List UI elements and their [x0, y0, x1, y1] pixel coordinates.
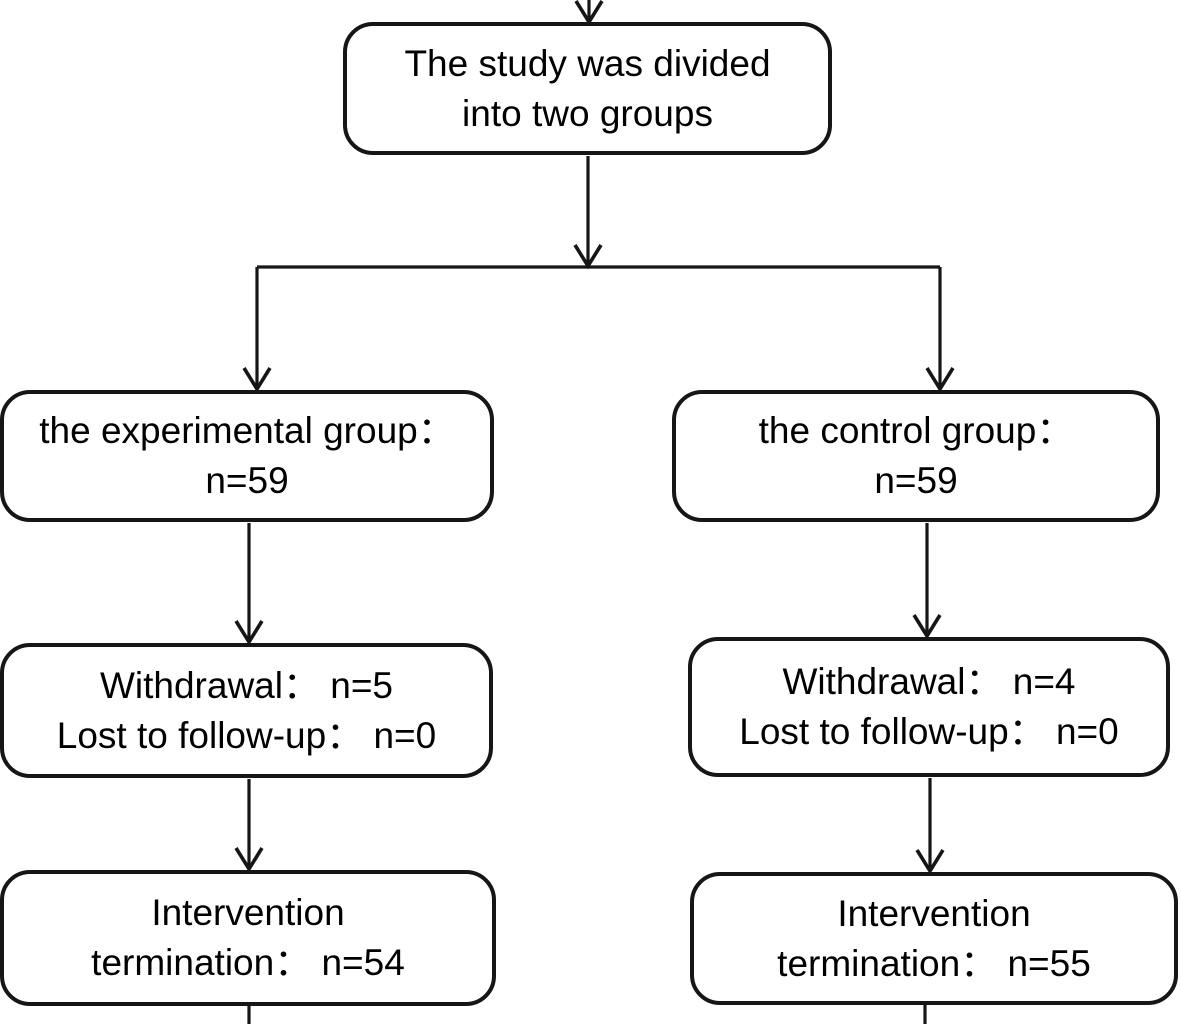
node-text-line: termination： n=54	[91, 942, 405, 983]
node-text-line: n=59	[874, 460, 958, 501]
arrow-control-withdrawal-to-termination	[915, 778, 945, 875]
flow-node-control-termination: Intervention termination： n=55	[690, 872, 1178, 1005]
node-text-line: Withdrawal： n=5	[99, 664, 394, 706]
arrow-split-to-experimental	[242, 267, 272, 393]
node-text-line: Lost to follow-up： n=0	[739, 711, 1119, 752]
arrow-title-to-split	[573, 156, 603, 270]
flow-node-experimental-withdrawal: Withdrawal： n=5 Lost to follow-up： n=0	[0, 643, 493, 778]
node-text-line: Lost to follow-up： n=0	[56, 714, 437, 756]
node-text-line: Withdrawal： n=4	[782, 661, 1076, 702]
node-text-line: termination： n=55	[777, 942, 1091, 984]
node-text-line: the control group：	[758, 410, 1074, 451]
arrow-split-to-control	[925, 267, 955, 393]
node-text-line: Intervention	[151, 892, 345, 933]
flow-node-control-group: the control group： n=59	[672, 390, 1160, 522]
arrow-into-title-node	[574, 0, 604, 26]
arrow-experimental-to-withdrawal	[234, 523, 264, 646]
node-text-line: the experimental group：	[39, 410, 455, 451]
flow-node-experimental-group: the experimental group： n=59	[0, 390, 494, 522]
arrow-experimental-withdrawal-to-termination	[234, 779, 264, 873]
node-text-line: into two groups	[462, 92, 713, 134]
arrow-control-to-withdrawal	[912, 523, 942, 640]
node-text-line: Intervention	[837, 892, 1031, 934]
node-text-line: The study was divided	[404, 42, 771, 84]
node-text-line: n=59	[205, 460, 289, 501]
flow-node-control-withdrawal: Withdrawal： n=4 Lost to follow-up： n=0	[688, 637, 1170, 777]
flow-node-study-divided: The study was divided into two groups	[343, 22, 832, 155]
flow-node-experimental-termination: Intervention termination： n=54	[0, 870, 496, 1006]
